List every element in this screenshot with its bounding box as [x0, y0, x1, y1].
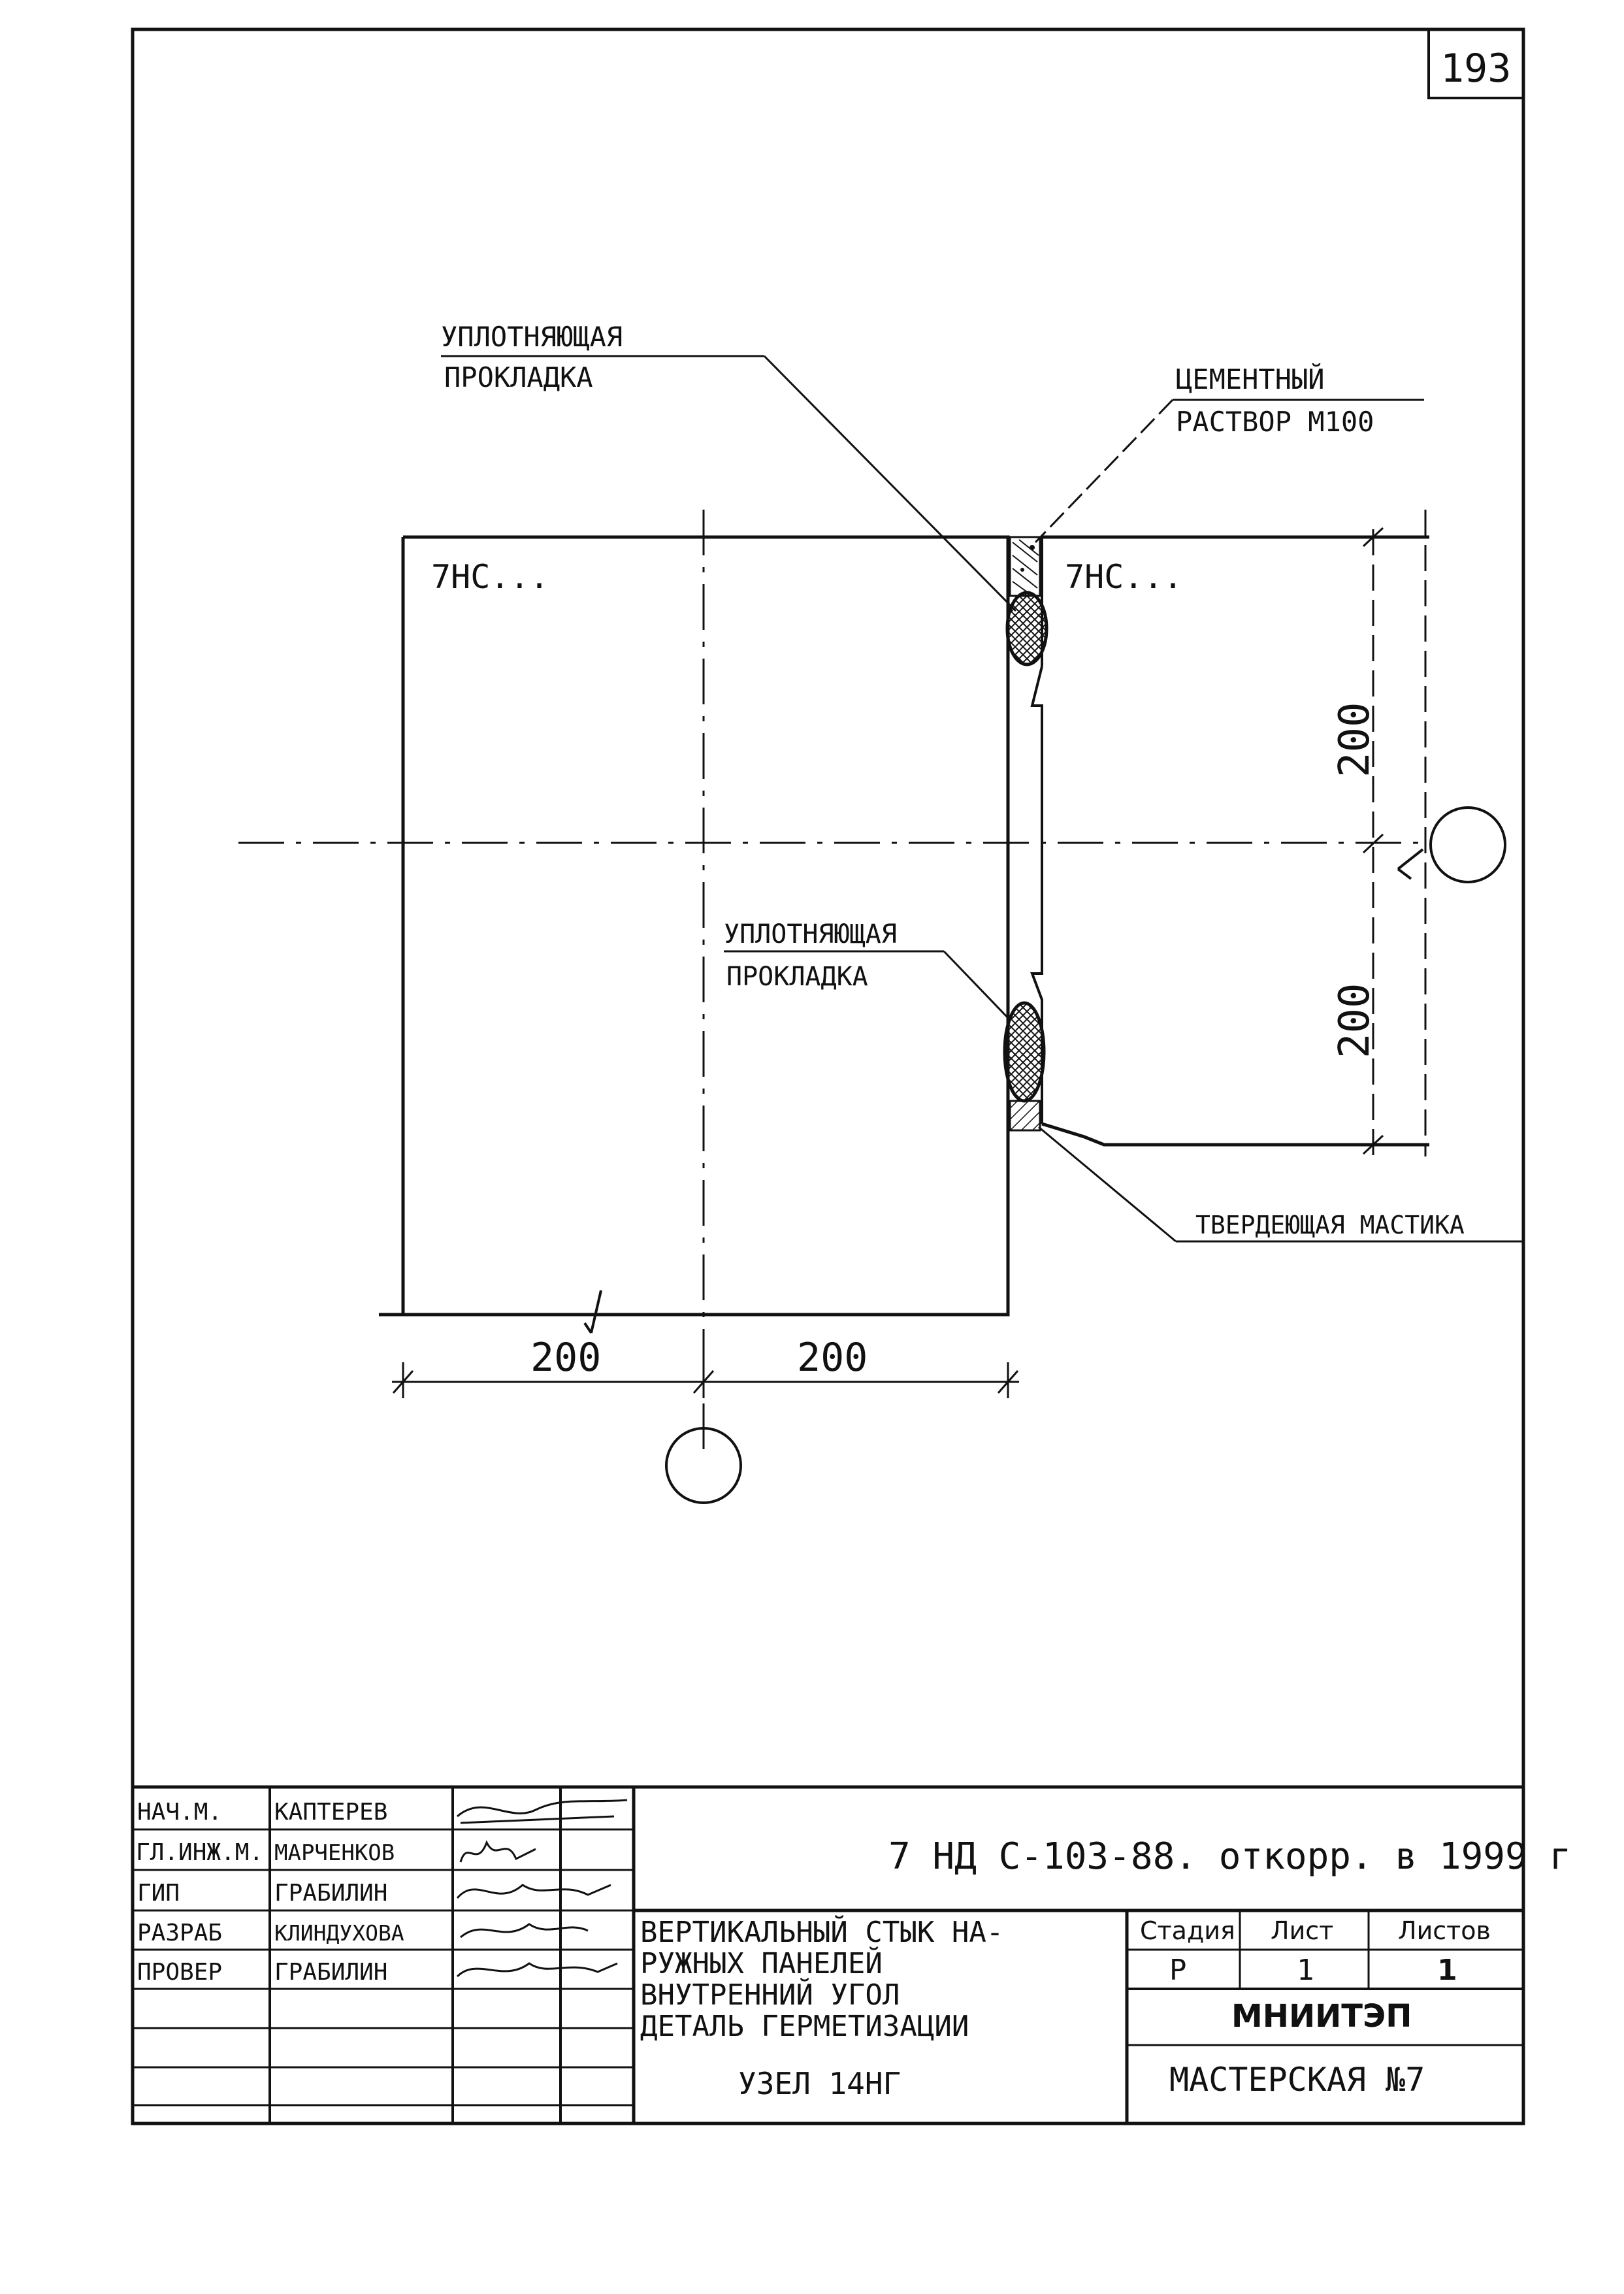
- right-panel-bottom: [1041, 1122, 1429, 1147]
- panel-label-left: 7НС...: [431, 558, 549, 596]
- callout-seal-top: УПЛОТНЯЮЩАЯ ПРОКЛАДКА: [441, 321, 1017, 612]
- name-klindukhova: КЛИНДУХОВА: [274, 1920, 404, 1946]
- axis-bubble-right: [1429, 806, 1506, 883]
- sealing-gasket-top: [1005, 591, 1048, 666]
- description-line-1: ВЕРТИКАЛЬНЫЙ СТЫК НА-: [640, 1914, 1003, 1949]
- name-grabilin-gip: ГРАБИЛИН: [274, 1880, 387, 1907]
- stage-value: Р: [1169, 1954, 1187, 1987]
- name-grabilin-prover: ГРАБИЛИН: [274, 1959, 387, 1986]
- sheet-header: Лист: [1271, 1916, 1333, 1945]
- dimension-vertical-lower: 200: [1331, 983, 1379, 1058]
- dimension-vertical-upper: 200: [1331, 702, 1379, 778]
- callout-seal-top-line2: ПРОКЛАДКА: [444, 361, 593, 393]
- workshop-name: МАСТЕРСКАЯ №7: [1169, 2061, 1425, 2099]
- drawing-designation: 7 НД С-103-88. откорр. в 1999 г: [888, 1835, 1571, 1878]
- left-panel-outline: [401, 535, 1010, 1317]
- vertical-dimension-chain: [1362, 510, 1427, 1156]
- sheets-value: 1: [1437, 1954, 1457, 1987]
- description-line-3: ВНУТРЕННИЙ УГОЛ: [640, 1977, 900, 2012]
- name-kapterev: КАПТЕРЕВ: [274, 1799, 387, 1826]
- stage-header: Стадия: [1140, 1916, 1235, 1945]
- sheets-header: Листов: [1398, 1916, 1491, 1945]
- horizontal-dimension-chain: [392, 1290, 1019, 1398]
- callout-mastic: ТВЕРДЕЮЩАЯ МАСТИКА: [1038, 1126, 1522, 1243]
- mastic-fill: [1009, 1100, 1041, 1132]
- role-prover: ПРОВЕР: [137, 1959, 222, 1986]
- sheet-number-box: 193: [1427, 29, 1523, 99]
- organization-name: МНИИТЭП: [1231, 1998, 1412, 2035]
- role-nach-m: НАЧ.М.: [137, 1799, 222, 1826]
- title-block: НАЧ.М. ГЛ.ИНЖ.М. ГИП РАЗРАБ ПРОВЕР КАПТЕ…: [133, 1785, 1571, 2123]
- role-gl-inzh: ГЛ.ИНЖ.М.: [136, 1839, 263, 1866]
- role-razrab: РАЗРАБ: [137, 1920, 222, 1946]
- signatures: [456, 1799, 628, 1978]
- name-marchenkov: МАРЧЕНКОВ: [274, 1840, 395, 1866]
- description-line-4: ДЕТАЛЬ ГЕРМЕТИЗАЦИИ: [640, 2010, 969, 2043]
- callout-mortar: ЦЕМЕНТНЫЙ РАСТВОР М100: [1034, 363, 1424, 544]
- description-line-2: РУЖНЫХ ПАНЕЛЕЙ: [640, 1946, 883, 1980]
- callout-seal-top-line1: УПЛОТНЯЮЩАЯ: [441, 321, 623, 353]
- role-gip: ГИП: [137, 1880, 180, 1907]
- callout-seal-mid-line2: ПРОКЛАДКА: [726, 962, 868, 992]
- callout-mortar-line2: РАСТВОР М100: [1176, 406, 1374, 438]
- sealing-gasket-bottom: [1003, 1001, 1046, 1103]
- callout-seal-mid-line1: УПЛОТНЯЮЩАЯ: [724, 919, 897, 949]
- joint-detail-drawing: 200 200 200 200 7НС... 7НС... УПЛОТНЯЮЩА…: [238, 321, 1522, 1504]
- callout-seal-mid: УПЛОТНЯЮЩАЯ ПРОКЛАДКА: [724, 919, 1011, 1021]
- sheet-number: 193: [1440, 46, 1511, 91]
- callout-mortar-line1: ЦЕМЕНТНЫЙ: [1176, 363, 1325, 395]
- sheet-value: 1: [1297, 1954, 1314, 1987]
- mortar-fill: [1009, 536, 1041, 597]
- panel-label-right: 7НС...: [1065, 558, 1183, 596]
- description-line-5: УЗЕЛ 14НГ: [738, 2066, 901, 2101]
- dimension-horizontal-right: 200: [797, 1335, 868, 1381]
- dimension-horizontal-left: 200: [530, 1335, 601, 1381]
- axis-bubble-bottom: [665, 1427, 742, 1504]
- drawing-frame: [131, 27, 1525, 2125]
- callout-mastic-label: ТВЕРДЕЮЩАЯ МАСТИКА: [1195, 1211, 1465, 1239]
